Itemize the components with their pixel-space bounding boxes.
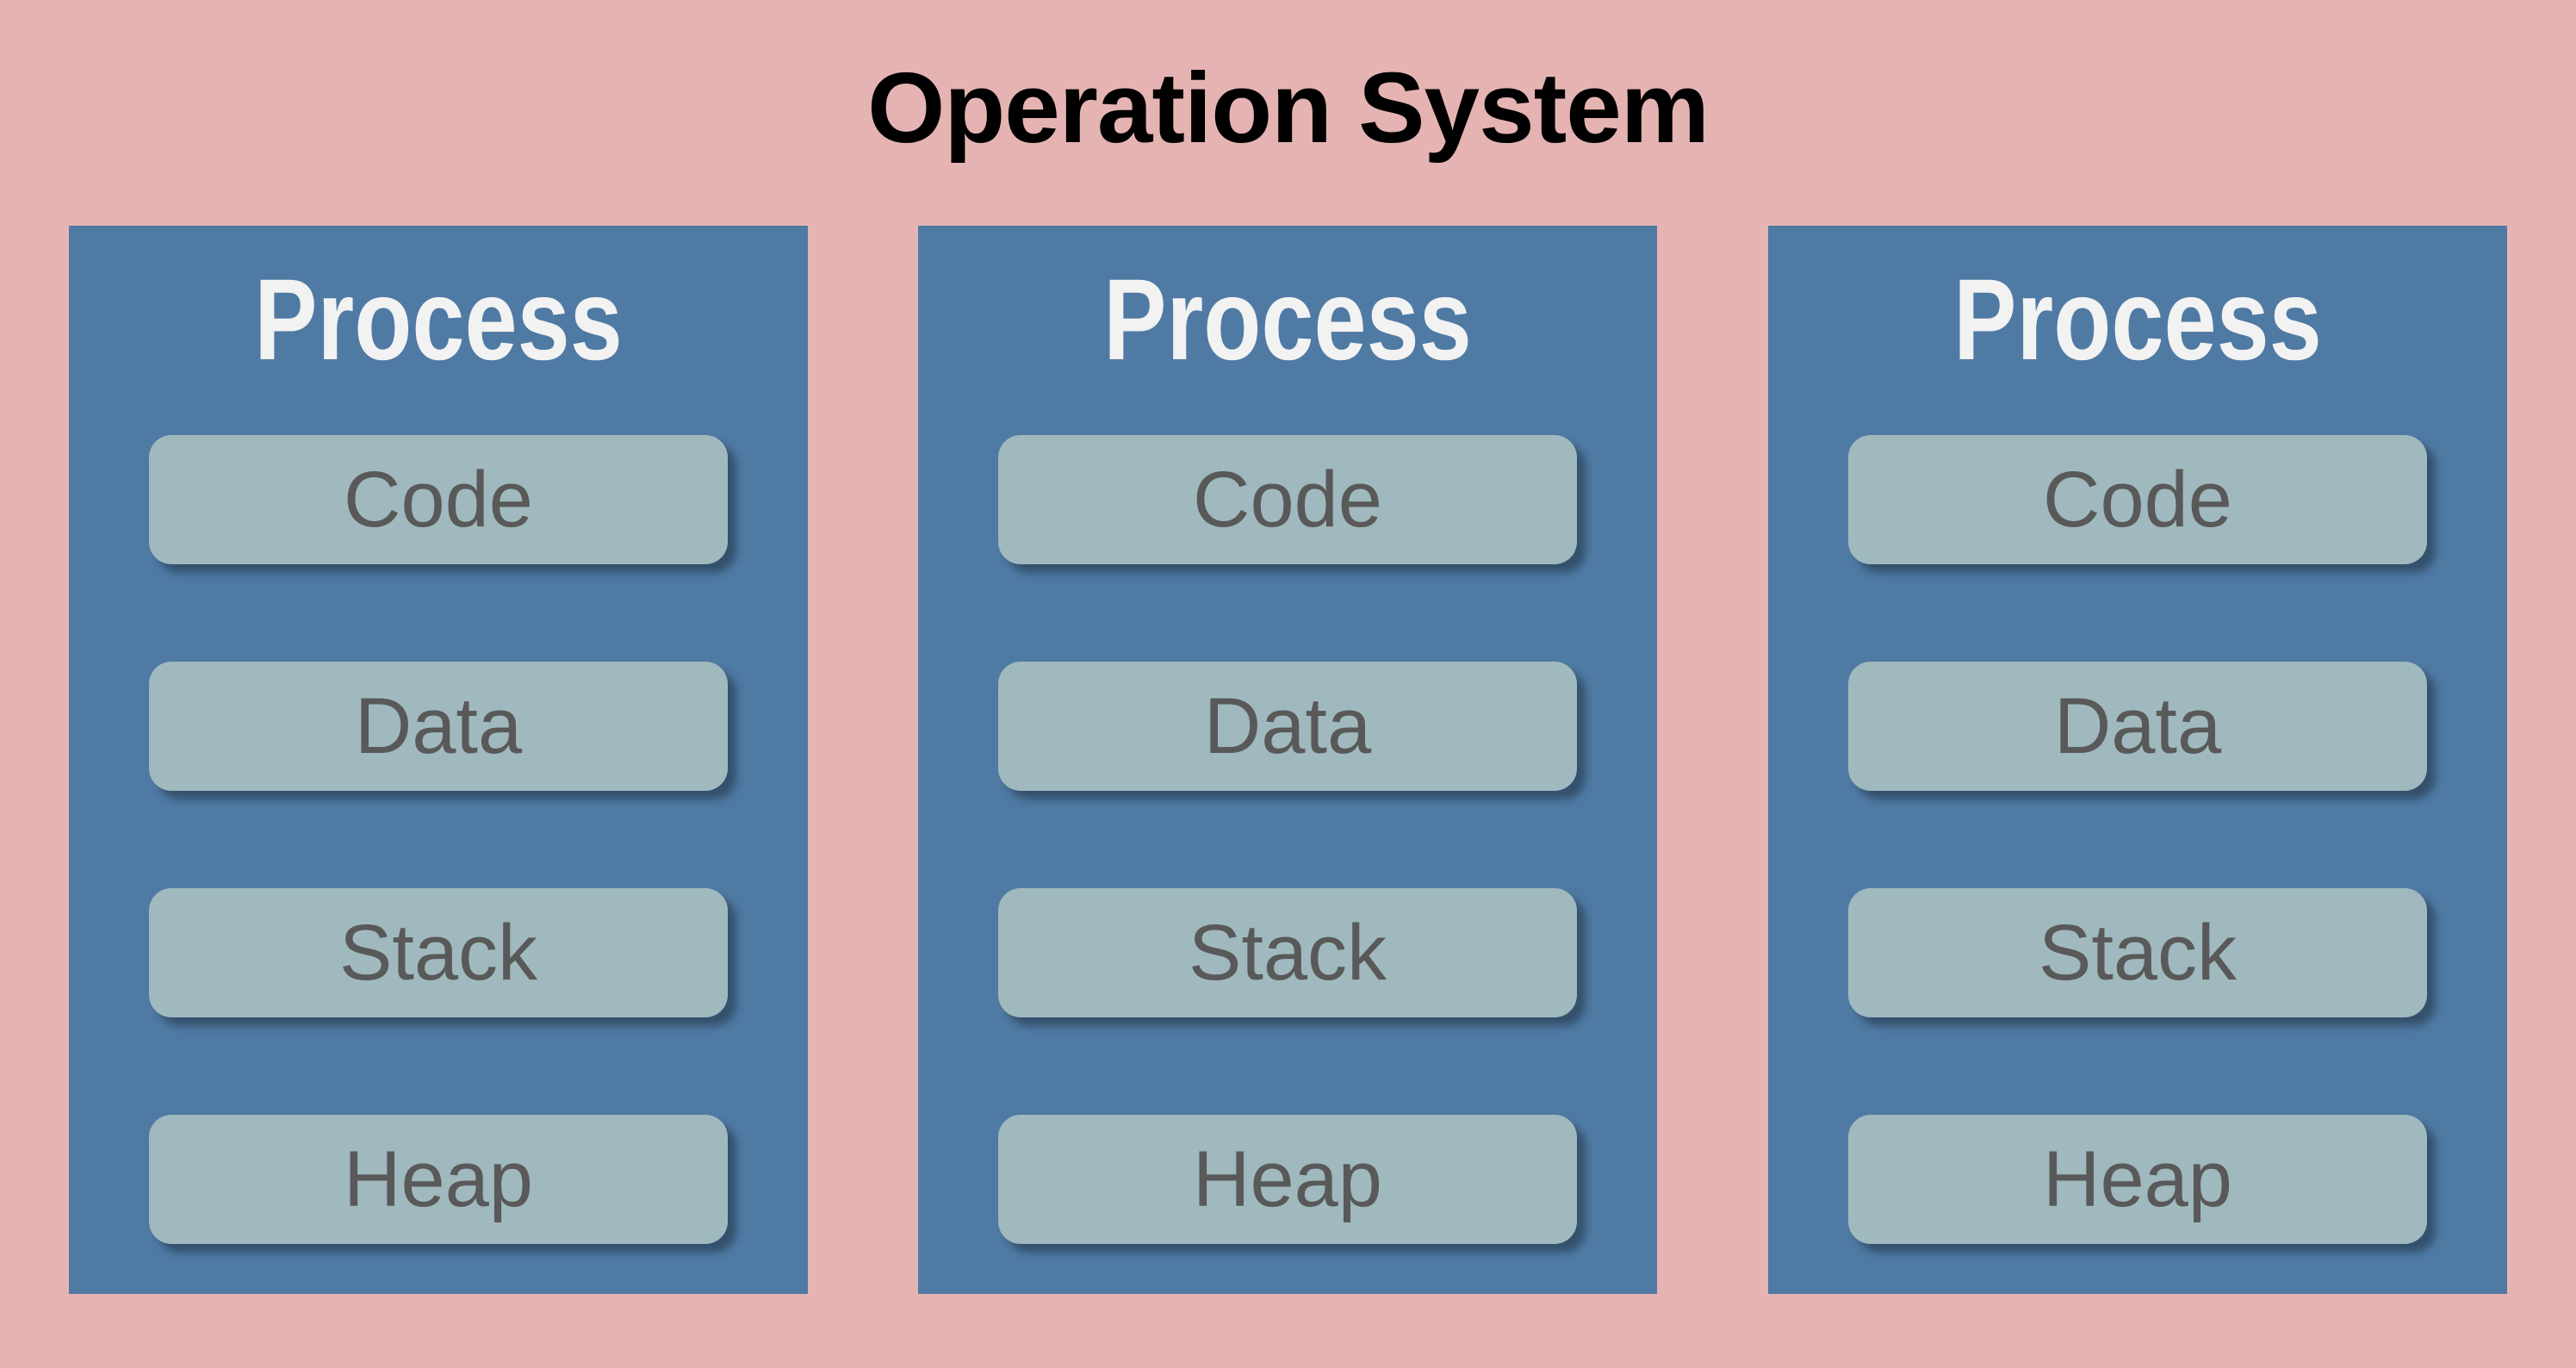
diagram-title: Operation System [867,51,1710,164]
process-title: Process [1953,255,2322,384]
segment-stack: Stack [998,888,1577,1017]
segment-heap: Heap [149,1115,728,1244]
segment-data: Data [1848,662,2427,791]
process-box-3: Process Code Data Stack Heap [1768,226,2507,1294]
segment-stack: Stack [1848,888,2427,1017]
process-box-1: Process Code Data Stack Heap [69,226,808,1294]
segment-heap: Heap [998,1115,1577,1244]
process-title: Process [254,255,623,384]
segment-stack: Stack [149,888,728,1017]
segment-code: Code [149,435,728,564]
process-title: Process [1103,255,1472,384]
process-box-2: Process Code Data Stack Heap [918,226,1657,1294]
segment-code: Code [1848,435,2427,564]
segment-code: Code [998,435,1577,564]
segment-data: Data [149,662,728,791]
segment-heap: Heap [1848,1115,2427,1244]
segment-data: Data [998,662,1577,791]
